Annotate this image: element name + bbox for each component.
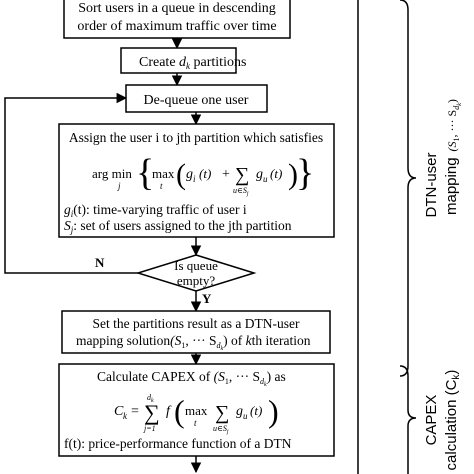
assign-formula: arg min j { max t ( g i (t) + ∑ u∈Sj g u… xyxy=(92,152,314,197)
outer-sum-symbol: ∑ xyxy=(144,400,160,425)
capex-left-paren: ( xyxy=(174,393,185,429)
capex-side-label-line1: CAPEX xyxy=(423,395,440,446)
inner-sum-symbol: ∑ xyxy=(215,402,229,424)
dequeue-label: De-queue one user xyxy=(144,93,249,108)
sum-symbol: ∑ xyxy=(235,164,249,186)
capex-def: f(t): price-performance function of a DT… xyxy=(64,436,292,451)
capex-g-subscript: u xyxy=(243,411,248,421)
capex-side-label-line2: calculation (Ck) xyxy=(443,370,462,471)
g-u-symbol: g xyxy=(256,167,263,182)
create-partitions-box xyxy=(120,47,237,74)
no-label: N xyxy=(95,255,105,270)
sum-bottom-label: j=1 xyxy=(143,424,156,433)
g-u-subscript: u xyxy=(263,174,268,184)
plus-sign: + xyxy=(222,167,230,182)
right-paren: ) xyxy=(288,158,298,191)
f-symbol: f xyxy=(166,404,172,419)
sort-users-box xyxy=(63,0,291,39)
yes-label: Y xyxy=(202,291,212,306)
g-i-subscript: i xyxy=(193,174,196,184)
capex-right-paren: ) xyxy=(268,393,279,429)
assign-def-sj: Sj: set of users assigned to the jth par… xyxy=(64,218,292,235)
mapping-label-line1: DTN-user xyxy=(423,152,440,217)
assign-def-gi: gi(t): time-varying traffic of user i xyxy=(64,202,247,219)
right-brace: } xyxy=(296,152,314,194)
capex-title: Calculate CAPEX of (S1, ··· Sdk) as xyxy=(97,369,286,388)
assign-title: Assign the user i to jth partition which… xyxy=(69,130,323,145)
max-subscript: t xyxy=(160,181,163,191)
create-partitions-label: Create dk partitions xyxy=(139,55,246,71)
argmin-subscript: j xyxy=(117,181,121,191)
capex-bracket xyxy=(399,365,417,474)
sort-users-line1: Sort users in a queue in descending xyxy=(78,1,276,16)
result-line1: Set the partitions result as a DTN-user xyxy=(93,316,300,331)
g-u-arg: (t) xyxy=(270,166,282,181)
sum-top-label: dk xyxy=(147,393,154,404)
capex-g-symbol: g xyxy=(236,404,243,419)
sort-users-line2: order of maximum traffic over time xyxy=(77,19,276,34)
sum-subscript: u∈Sj xyxy=(233,186,249,197)
ck-subscript: k xyxy=(123,411,128,421)
inner-sum-subscript: u∈Sj xyxy=(213,424,229,435)
mapping-result-box xyxy=(61,310,331,354)
decision-line1: Is queue xyxy=(174,258,218,273)
g-i-symbol: g xyxy=(186,167,193,182)
capex-formula: C k = dk ∑ j=1 f ( max t ∑ u∈Sj g u (t) … xyxy=(114,393,279,435)
dequeue-box xyxy=(125,84,268,113)
decision-line2: empty? xyxy=(177,273,215,288)
mapping-label-line2: mapping(S1, ··· Sdk) xyxy=(443,99,463,215)
capex-g-arg: (t) xyxy=(250,403,262,418)
left-paren: ( xyxy=(176,158,186,191)
capex-max-subscript: t xyxy=(194,418,197,428)
left-brace: { xyxy=(136,152,154,194)
capex-max-text: max xyxy=(185,403,208,418)
loop-back-no-branch xyxy=(4,92,138,274)
equals-sign: = xyxy=(131,404,139,419)
argmin-text: arg min xyxy=(92,166,132,181)
result-line2: mapping solution(S1, ··· Sdk) of kth ite… xyxy=(76,333,311,352)
ck-symbol: C xyxy=(114,404,124,419)
g-i-arg: (t) xyxy=(199,166,211,181)
max-text: max xyxy=(152,166,175,181)
assign-box xyxy=(58,123,335,238)
mapping-bracket xyxy=(399,0,417,377)
